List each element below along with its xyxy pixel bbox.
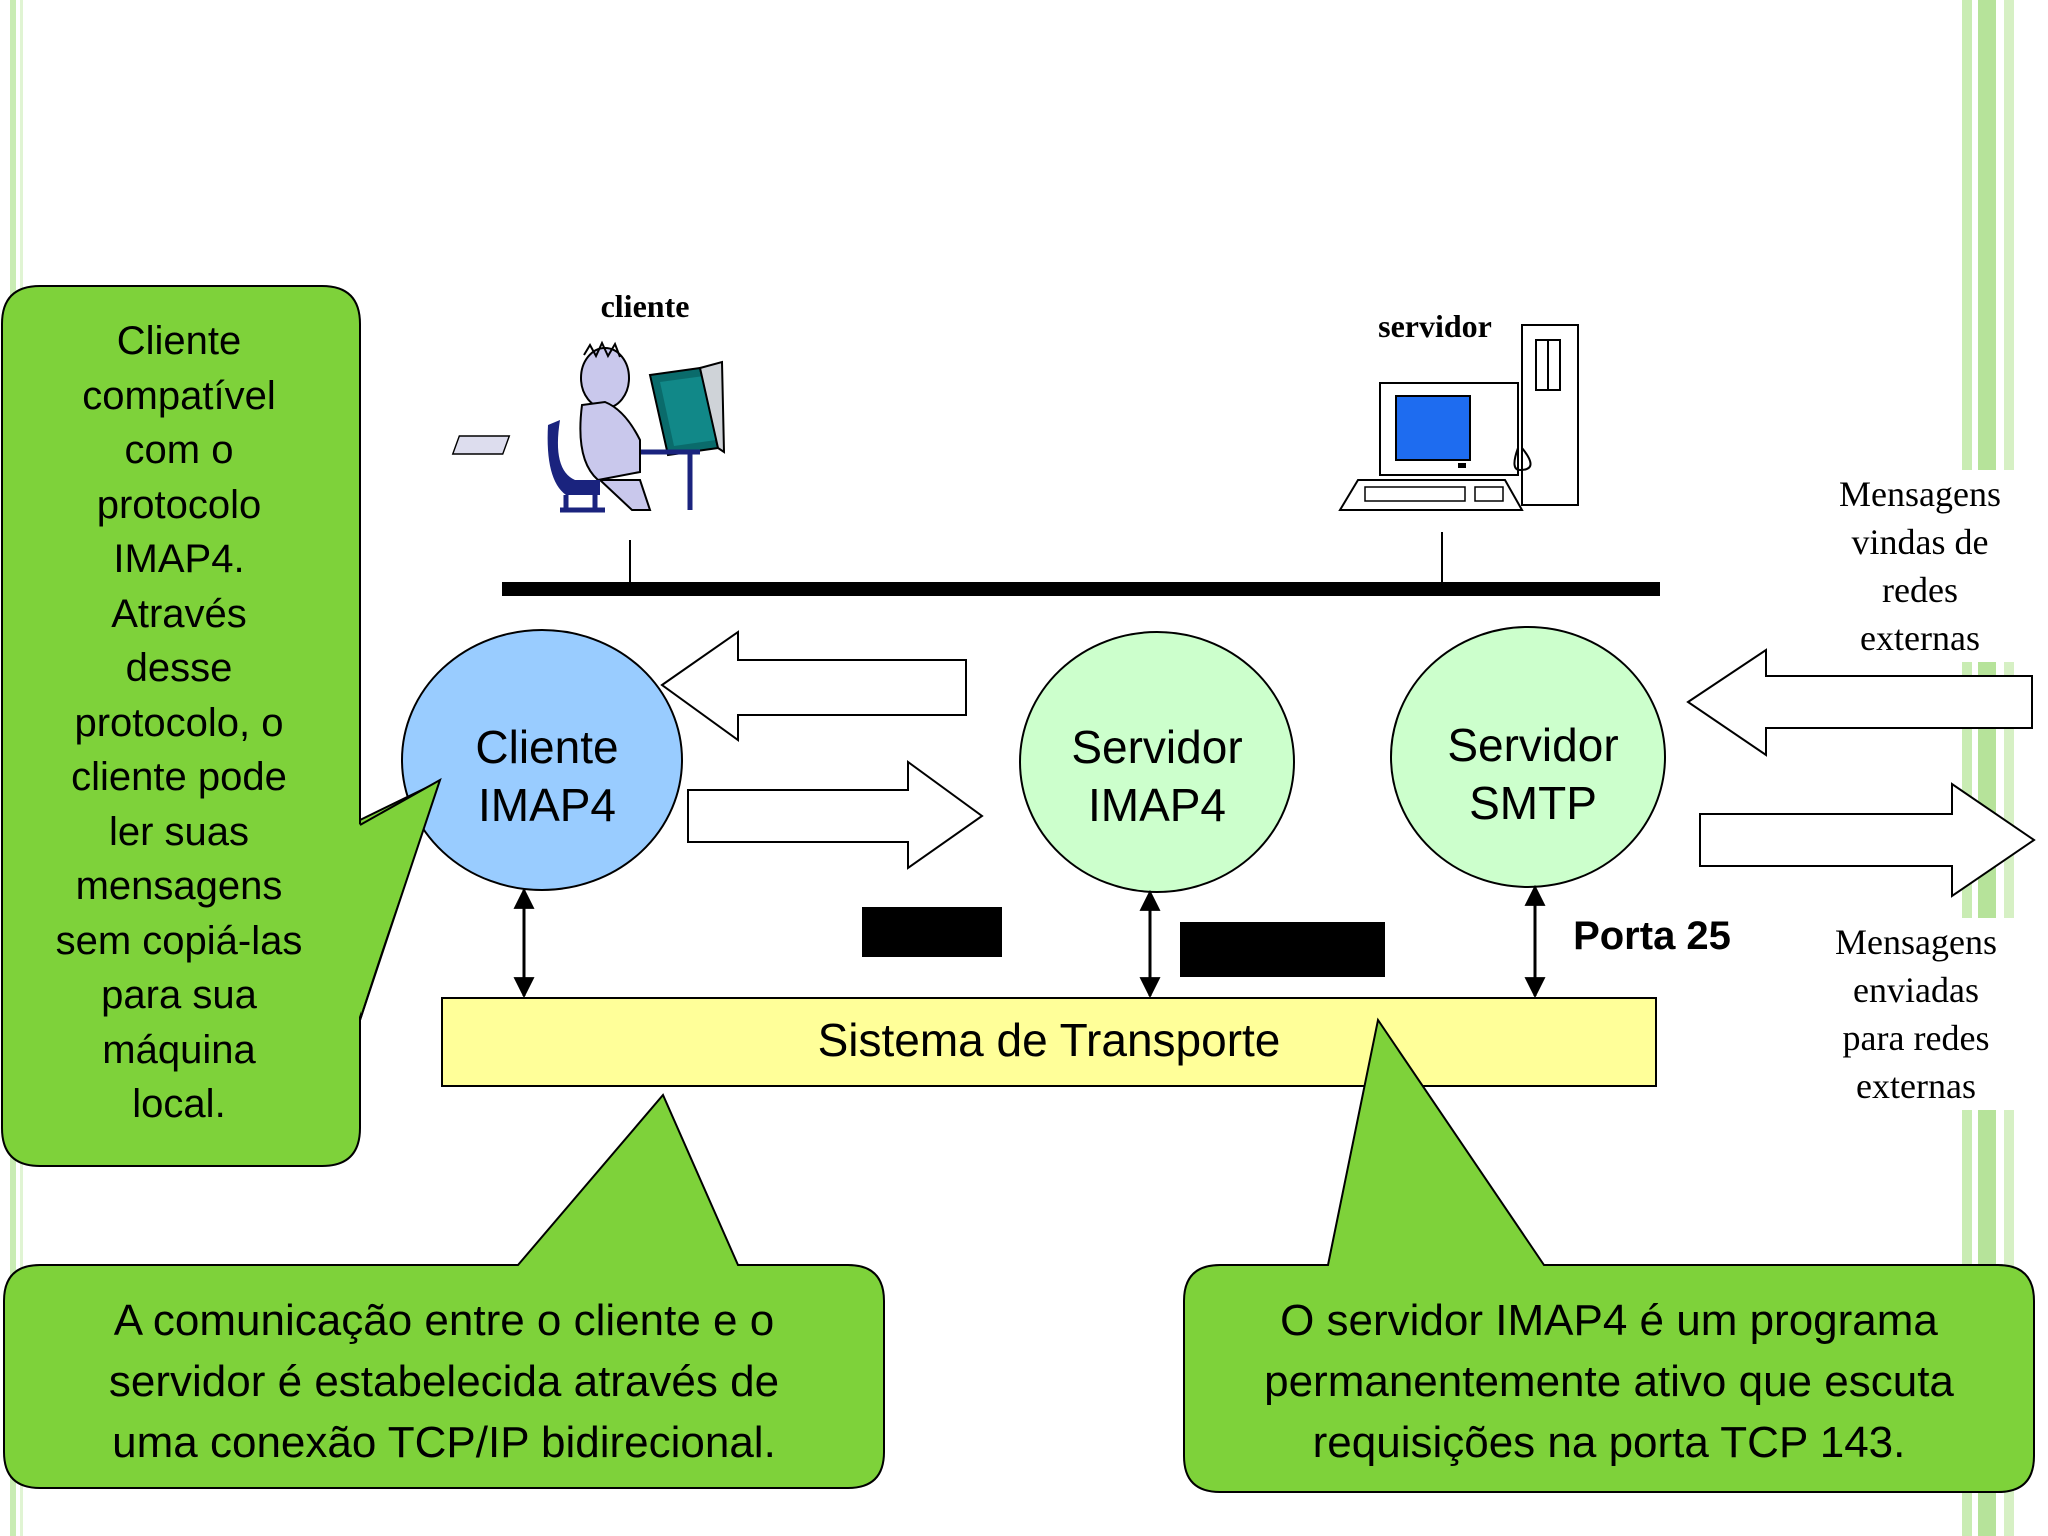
callout-bottom-right-shape bbox=[1183, 1017, 2035, 1493]
redacted-block bbox=[862, 907, 1002, 957]
sistema-transporte-label: Sistema de Transporte bbox=[817, 1014, 1281, 1066]
arrow-server-to-client bbox=[660, 630, 967, 742]
callout-bottom-right-text: O servidor IMAP4 é um programa permanent… bbox=[1264, 1296, 1954, 1467]
callout-bottom-left-shape bbox=[3, 1093, 885, 1489]
redacted-block bbox=[1180, 922, 1385, 977]
user-at-computer-icon bbox=[451, 340, 726, 513]
servidor-caption: servidor bbox=[1378, 308, 1492, 344]
arrow-incoming-external bbox=[1686, 648, 2033, 757]
cliente-imap4-node bbox=[401, 629, 683, 891]
arrow-outgoing-external bbox=[1699, 782, 2036, 898]
network-bus bbox=[502, 582, 1660, 596]
server-computer-icon bbox=[1338, 324, 1579, 511]
right-border-stripe-wide bbox=[1978, 0, 1996, 1536]
sistema-transporte-bar bbox=[441, 997, 1657, 1087]
right-border-stripe bbox=[1962, 0, 1972, 1536]
callout-bottom-left-text: A comunicação entre o cliente e o servid… bbox=[108, 1296, 780, 1467]
porta-25-label: Porta 25 bbox=[1573, 914, 1731, 958]
right-border-stripe-outer bbox=[2004, 0, 2014, 1536]
cliente-caption: cliente bbox=[600, 288, 690, 324]
arrow-client-to-server bbox=[687, 760, 984, 870]
